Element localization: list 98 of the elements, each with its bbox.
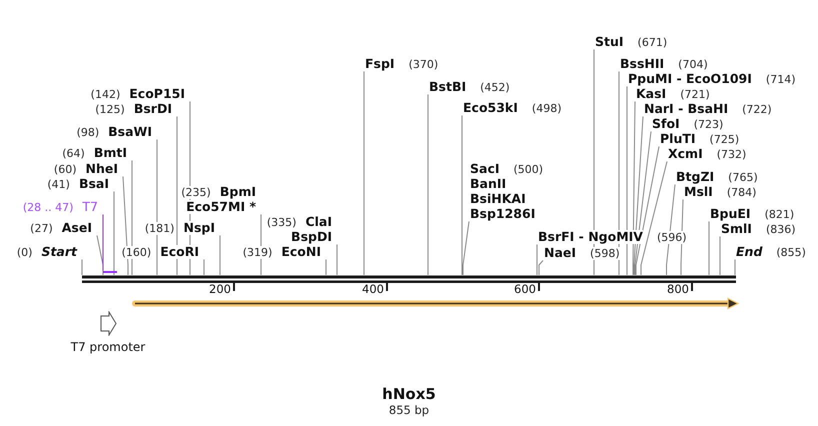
site-position: (725) [710,132,740,146]
scale-label: 800 [667,282,689,296]
enzyme-name: BssHII [620,57,664,71]
enzyme-name: Eco57MI * [186,200,256,214]
site-position: (714) [766,72,796,86]
site-position: (319) [242,246,272,258]
enzyme-name: NspI [183,221,215,235]
enzyme-name: AseI [62,221,92,235]
site-position: (704) [678,58,708,70]
site-position: (721) [680,88,710,100]
enzyme-name: KasI [636,87,666,101]
enzyme-name: EcoRI [160,245,199,259]
site-position: (722) [742,102,772,116]
site-position: (181) [144,222,174,234]
site-position: (784) [726,186,756,198]
site-position: (498) [532,102,562,114]
site-position: (27) [30,222,53,234]
leader-line [462,221,470,276]
scale-label: 200 [209,282,231,296]
leader-line [634,131,652,276]
site-position: (160) [122,246,152,258]
site-position: (821) [764,208,794,220]
site-position: (732) [716,148,746,160]
scale-label: 600 [514,282,536,296]
enzyme-name: BsrDI [134,102,172,116]
site-position: (0) [16,246,32,258]
enzyme-name: BsaI [78,177,109,191]
site-position: (671) [638,36,668,48]
enzyme-name: BanII [470,177,506,191]
enzyme-name: BpuEI [710,207,751,221]
map-end-label: End [736,245,762,259]
map-end-label: Start [41,245,77,259]
leader-line [176,116,178,276]
leader-line [336,244,338,276]
site-position: (335) [266,216,296,228]
enzyme-name: StuI [595,35,624,49]
leader-line [96,235,104,276]
site-position: (452) [480,80,510,94]
site-position: (41) [47,178,70,190]
feature-bar [103,270,117,273]
enzyme-name: PluTI [660,132,696,146]
enzyme-name: EcoP15I [129,87,185,101]
leader-line [536,244,538,276]
leader-line [538,260,544,276]
leader-line [708,221,710,276]
site-position: (723) [694,118,724,130]
leader-line [102,214,104,271]
enzyme-name: ClaI [305,215,332,229]
map-length: 855 bp [388,403,430,417]
enzyme-name: BmtI [94,146,127,160]
leader-line [634,116,644,276]
map-title: hNox5 [382,385,436,403]
enzyme-name: Eco53kI [463,101,518,115]
enzyme-name: BstBI [429,80,466,94]
enzyme-name: BsaWI [108,125,152,139]
enzyme-name: SmlI [721,222,752,236]
enzyme-name: NheI [86,162,118,176]
leader-line [636,146,660,276]
leader-line [640,161,668,276]
enzyme-name: FspI [365,57,395,71]
leader-line [626,86,628,276]
enzyme-name: SfoI [652,117,680,131]
site-position: (64) [62,146,85,160]
feature-label: T7 promoter [70,340,146,354]
enzyme-name: PpuMI - EcoO109I [628,72,752,86]
site-position: (598) [590,246,620,260]
leader-line [632,101,636,276]
site-position: (235) [181,186,211,198]
leader-line [156,139,158,276]
enzyme-name: Bsp1286I [470,207,536,221]
feature-range: (28 .. 47) [22,200,74,214]
enzyme-name: MslI [684,185,713,199]
enzyme-name: BpmI [220,185,256,199]
site-position: (596) [656,230,687,244]
enzyme-name: BtgZI [676,170,714,184]
leader-line [122,176,128,276]
enzyme-name: NarI - BsaHI [644,102,728,116]
leader-line [618,71,620,276]
site-position: (142) [90,88,120,100]
site-position: (836) [766,222,796,236]
site-position: (125) [95,102,125,116]
enzyme-name: BsiHKAI [470,192,526,206]
site-position: (855) [776,246,806,258]
enzyme-name: NaeI [544,246,576,260]
scale-label: 400 [362,282,384,296]
enzyme-name: BspDI [291,230,332,244]
enzyme-name: EcoNI [281,245,321,259]
site-position: (765) [728,170,758,184]
site-position: (98) [76,126,100,138]
leader-line [734,259,736,276]
enzyme-name: XcmI [668,147,703,161]
feature-name: T7 [82,200,98,214]
site-position: (370) [408,58,438,70]
site-position: (60) [54,162,76,176]
enzyme-name: BsrFI - NgoMIV [538,230,643,244]
site-position: (500) [514,162,544,176]
sequence-ruler [82,275,736,283]
enzyme-name: SacI [470,162,500,176]
